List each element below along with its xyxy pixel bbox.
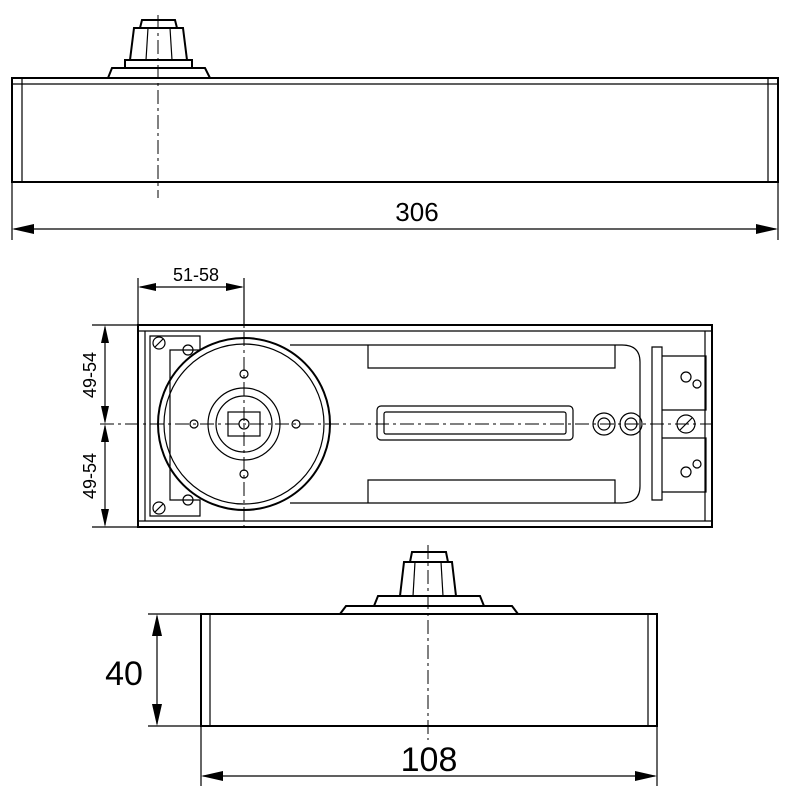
dimension-spindle-offset: 51-58 — [137, 265, 245, 325]
dimension-width-label: 108 — [401, 741, 458, 779]
dimension-half-width-upper: 49-54 — [80, 324, 138, 424]
end-elevation-view — [200, 545, 658, 740]
closer-body-outline — [11, 77, 779, 183]
plan-body-outline — [137, 324, 713, 528]
dimension-height-label: 40 — [105, 655, 143, 693]
spindle-end — [338, 551, 520, 615]
dimension-half-width-upper-label: 49-54 — [80, 352, 100, 398]
dimension-height: 40 — [105, 613, 201, 727]
dimension-length: 306 — [11, 182, 779, 240]
dimension-half-width-lower: 49-54 — [80, 424, 138, 528]
dimension-width: 108 — [200, 726, 658, 786]
side-elevation-view — [11, 15, 779, 198]
end-body-outline — [200, 613, 658, 727]
spindle-top — [106, 19, 212, 79]
dimension-half-width-lower-label: 49-54 — [80, 453, 100, 499]
dimension-length-label: 306 — [395, 197, 438, 227]
dimension-spindle-offset-label: 51-58 — [173, 265, 219, 285]
plan-view — [100, 282, 713, 528]
